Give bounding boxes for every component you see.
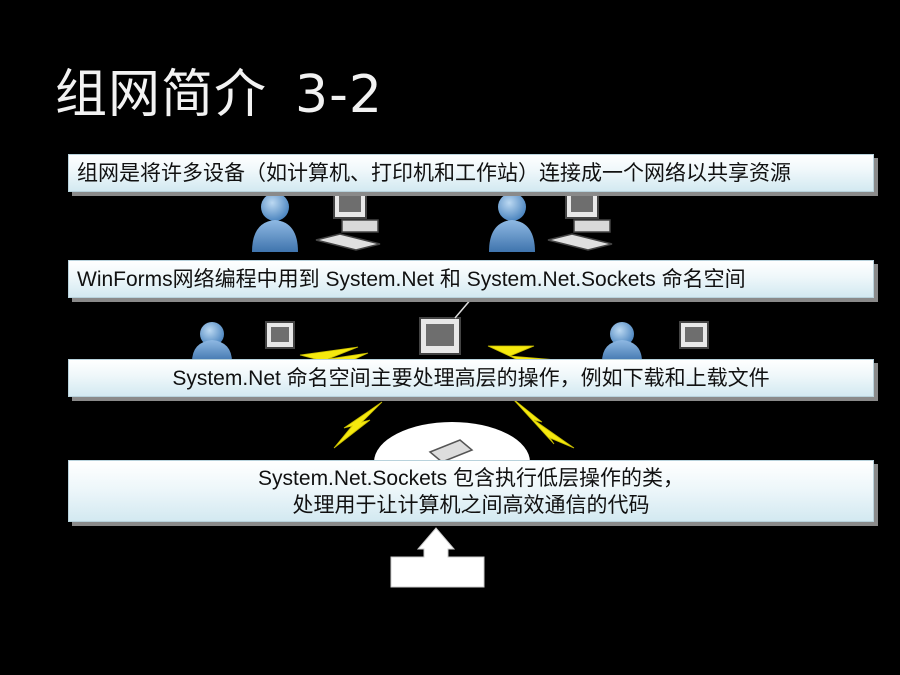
user-icon: [602, 322, 642, 362]
title-number: 3-2: [295, 65, 383, 125]
definition-box: 组网是将许多设备（如计算机、打印机和工作站）连接成一个网络以共享资源: [68, 154, 874, 192]
namespaces-box: WinForms网络编程中用到 System.Net 和 System.Net.…: [68, 260, 874, 298]
page-title: 组网简介 3-2: [55, 52, 383, 127]
up-arrow-icon: [390, 527, 485, 588]
computer-icon: [315, 189, 381, 251]
sockets-line-1: System.Net.Sockets 包含执行低层操作的类，: [258, 467, 684, 490]
sockets-box: System.Net.Sockets 包含执行低层操作的类， 处理用于让计算机之…: [68, 460, 874, 522]
sockets-line-2: 处理用于让计算机之间高效通信的代码: [292, 494, 650, 517]
user-icon: [489, 193, 535, 252]
title-text: 组网简介: [55, 65, 268, 125]
computer-icon: [265, 321, 295, 349]
user-icon: [192, 322, 232, 362]
computer-icon: [419, 317, 461, 355]
system-net-box: System.Net 命名空间主要处理高层的操作，例如下载和上载文件: [68, 359, 874, 397]
computer-icon: [679, 321, 709, 349]
computer-icon: [547, 189, 613, 251]
user-icon: [252, 193, 298, 252]
